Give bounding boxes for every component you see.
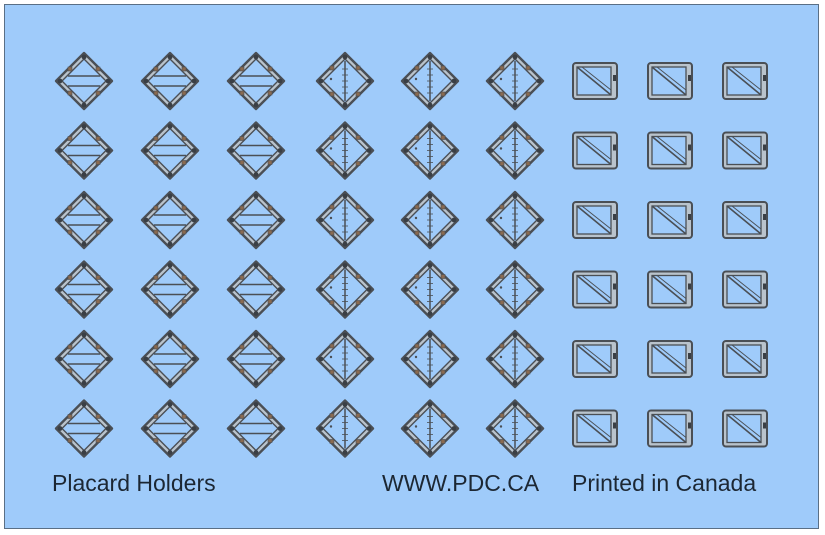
square-frame-icon (647, 131, 693, 170)
diamond-frame-icon (226, 399, 286, 458)
square-frame-icon (572, 409, 618, 448)
diamond-frame-icon (140, 260, 200, 319)
diamond-frame-vertical-icon (315, 399, 375, 458)
diamond-frame-icon (226, 260, 286, 319)
diamond-frame-icon (226, 51, 286, 111)
diamond-frame-vertical-icon (400, 51, 460, 111)
diamond-frame-icon (140, 329, 200, 389)
square-frame-icon (572, 62, 618, 100)
diamond-frame-vertical-icon (400, 260, 460, 319)
square-frame-icon (647, 409, 693, 448)
diamond-frame-vertical-icon (485, 399, 545, 458)
diamond-frame-icon (140, 399, 200, 458)
diamond-frame-vertical-icon (315, 51, 375, 111)
diamond-frame-icon (140, 190, 200, 250)
square-frame-icon (722, 131, 768, 170)
diamond-frame-vertical-icon (485, 51, 545, 111)
square-frame-icon (722, 201, 768, 239)
square-frame-icon (572, 131, 618, 170)
square-frame-icon (647, 270, 693, 309)
square-frame-icon (647, 340, 693, 378)
diamond-frame-icon (54, 190, 114, 250)
sheet-title: Placard Holders (52, 470, 216, 496)
diamond-frame-vertical-icon (485, 260, 545, 319)
diamond-frame-vertical-icon (400, 190, 460, 250)
square-frame-icon (572, 270, 618, 309)
diamond-frame-icon (140, 121, 200, 180)
diamond-frame-icon (226, 329, 286, 389)
square-frame-icon (722, 409, 768, 448)
square-frame-icon (722, 270, 768, 309)
diamond-frame-icon (54, 260, 114, 319)
diamond-frame-vertical-icon (485, 329, 545, 389)
diamond-frame-icon (54, 329, 114, 389)
diamond-frame-icon (54, 121, 114, 180)
square-frame-icon (722, 340, 768, 378)
square-frame-icon (647, 62, 693, 100)
square-frame-icon (572, 201, 618, 239)
diamond-frame-vertical-icon (315, 329, 375, 389)
square-frame-icon (572, 340, 618, 378)
diamond-frame-vertical-icon (400, 399, 460, 458)
diamond-frame-vertical-icon (315, 190, 375, 250)
diamond-frame-icon (226, 190, 286, 250)
diamond-frame-vertical-icon (315, 260, 375, 319)
diamond-frame-icon (54, 399, 114, 458)
diamond-frame-vertical-icon (485, 190, 545, 250)
diamond-frame-vertical-icon (400, 329, 460, 389)
diamond-frame-icon (140, 51, 200, 111)
printed-in-label: Printed in Canada (572, 470, 757, 496)
diamond-frame-vertical-icon (400, 121, 460, 180)
square-frame-icon (647, 201, 693, 239)
square-frame-icon (722, 62, 768, 100)
website-label: WWW.PDC.CA (382, 470, 540, 496)
diamond-frame-vertical-icon (485, 121, 545, 180)
diamond-frame-icon (226, 121, 286, 180)
diamond-frame-icon (54, 51, 114, 111)
diamond-frame-vertical-icon (315, 121, 375, 180)
